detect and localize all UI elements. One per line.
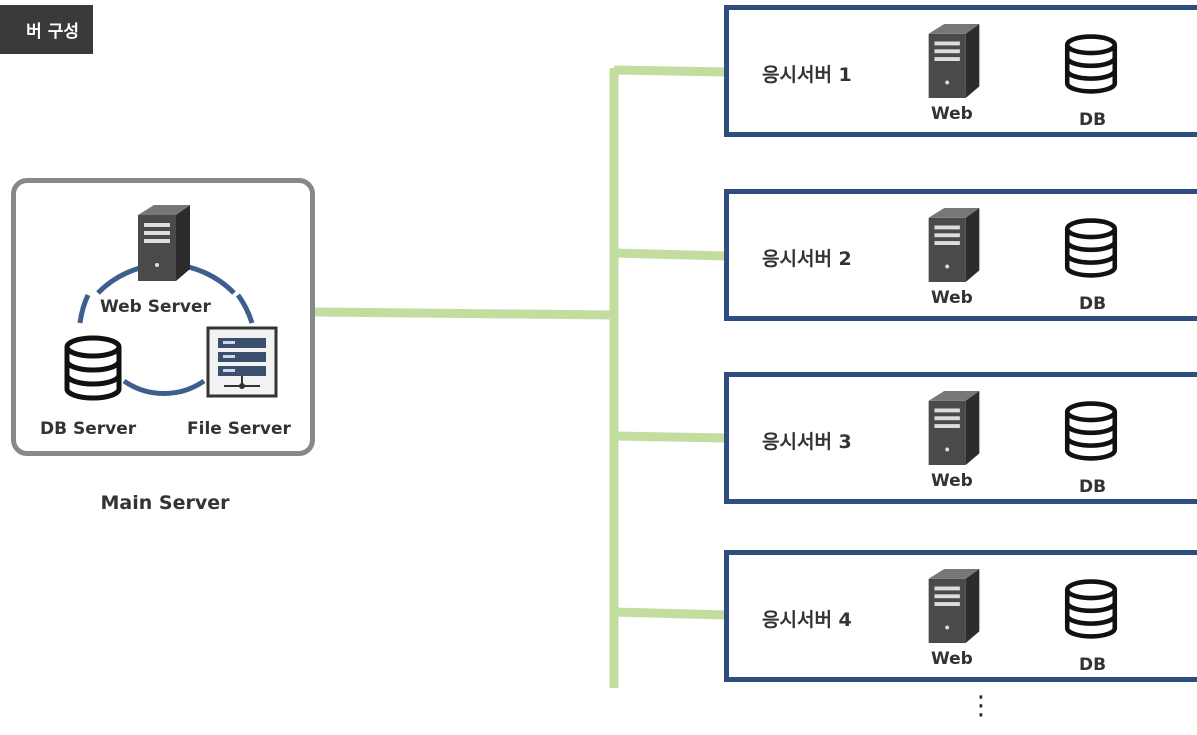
sub-server-box-4: 응시서버 4 Web DB xyxy=(724,550,1197,682)
sub-server-title: 응시서버 3 xyxy=(762,431,852,453)
server-tower-icon xyxy=(928,390,980,466)
db-server-label: DB Server xyxy=(40,419,137,439)
database-icon xyxy=(1064,218,1118,278)
main-server-box: Web Server DB Server File Server xyxy=(11,178,315,456)
web-label: Web xyxy=(931,104,973,124)
file-server-icon xyxy=(206,326,278,398)
server-tower-icon xyxy=(928,568,980,644)
sub-server-title: 응시서버 2 xyxy=(762,248,852,270)
db-label: DB xyxy=(1079,110,1107,130)
database-icon xyxy=(64,335,122,401)
database-icon xyxy=(1064,579,1118,639)
db-label: DB xyxy=(1079,655,1107,675)
sub-server-box-1: 응시서버 1 Web DB xyxy=(724,5,1197,137)
server-tower-icon xyxy=(138,205,190,281)
server-tower-icon xyxy=(928,23,980,99)
database-icon xyxy=(1064,401,1118,461)
sub-server-title: 응시서버 4 xyxy=(762,609,852,631)
section-title: 버 구성 xyxy=(0,5,93,54)
db-label: DB xyxy=(1079,477,1107,497)
sub-server-box-2: 응시서버 2 Web DB xyxy=(724,189,1197,321)
db-label: DB xyxy=(1079,294,1107,314)
web-label: Web xyxy=(931,288,973,308)
web-label: Web xyxy=(931,649,973,669)
file-server-label: File Server xyxy=(187,419,291,439)
web-label: Web xyxy=(931,471,973,491)
sub-server-box-3: 응시서버 3 Web DB xyxy=(724,372,1197,504)
web-server-label: Web Server xyxy=(100,297,211,317)
continuation-dots: ⋮ xyxy=(968,691,994,721)
sub-server-title: 응시서버 1 xyxy=(762,64,852,86)
main-server-caption: Main Server xyxy=(100,492,230,514)
database-icon xyxy=(1064,34,1118,94)
server-tower-icon xyxy=(928,207,980,283)
